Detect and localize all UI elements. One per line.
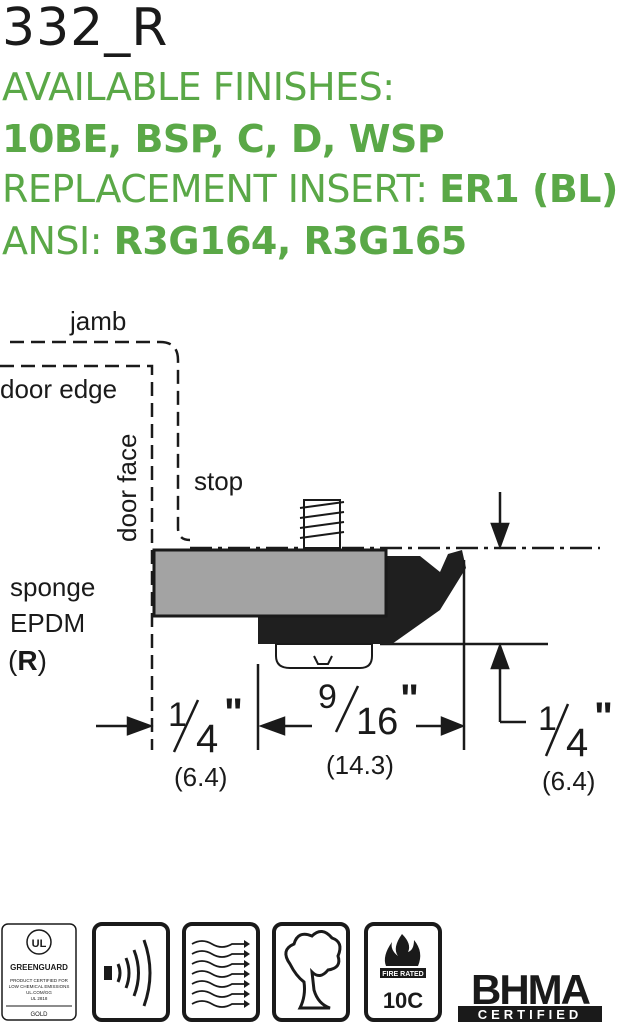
sponge-pad-notch <box>313 655 333 665</box>
greenguard-name: GREENGUARD <box>10 963 68 972</box>
door-edge-outline <box>0 364 154 750</box>
insert-code-letter: R <box>17 645 37 676</box>
greenguard-line2: LOW CHEMICAL EMISSIONS <box>9 984 70 989</box>
door-face-label: door face <box>112 434 142 542</box>
dim-mid-num: 9 <box>318 678 337 716</box>
finishes-heading: AVAILABLE FINISHES: <box>2 64 395 110</box>
dim-left-num: 1 <box>168 696 187 734</box>
greenguard-gold: GOLD <box>30 1012 48 1018</box>
fire-rated-value: 10C <box>383 988 423 1013</box>
screw-icon <box>299 499 345 549</box>
sound-icon <box>92 922 170 1022</box>
dim-right-den: 4 <box>566 721 588 765</box>
insert-code-open: ( <box>8 645 18 676</box>
smoke-icon <box>272 922 350 1022</box>
dim-right-inch: " <box>594 695 613 739</box>
dim-mid-mm: (14.3) <box>326 750 394 780</box>
jamb-outline <box>10 340 191 542</box>
model-number: 332_R <box>2 0 169 58</box>
dim-mid-inch: " <box>400 677 419 721</box>
dim-left-den: 4 <box>196 717 218 761</box>
vertical-dimension <box>490 492 526 724</box>
flame-icon <box>384 934 421 966</box>
bhma-text: BHMA <box>471 966 591 1013</box>
dim-right-num: 1 <box>538 700 557 738</box>
finishes-value: 10BE, BSP, C, D, WSP <box>2 117 445 161</box>
dim-left-inch: " <box>224 691 243 735</box>
finishes-values: 10BE, BSP, C, D, WSP <box>2 116 445 162</box>
jamb-label: jamb <box>69 306 126 336</box>
certified-text: CERTIFIED <box>478 1007 583 1022</box>
dim-right-fraction: 1 4 " <box>538 695 613 765</box>
replacement-insert: REPLACEMENT INSERT: ER1 (BL) <box>2 166 618 212</box>
insert-label: REPLACEMENT INSERT: <box>2 167 440 211</box>
horizontal-dimension <box>96 560 466 750</box>
dim-mid-fraction: 9 16 " <box>318 677 419 743</box>
ansi-value: R3G164, R3G165 <box>113 219 468 263</box>
greenguard-ul: UL <box>32 938 47 950</box>
insert-code-close: ) <box>38 645 47 676</box>
insert-code-label: (R) <box>8 645 47 676</box>
dim-left-fraction: 1 4 " <box>168 691 243 761</box>
greenguard-line4: UL 2818 <box>31 996 48 1001</box>
bhma-certified-logo: BHMA CERTIFIED <box>458 966 602 1022</box>
greenguard-badge: UL GREENGUARD PRODUCT CERTIFIED FOR LOW … <box>1 923 77 1021</box>
finishes-label: AVAILABLE FINISHES: <box>2 65 395 109</box>
aluminum-retainer <box>152 548 388 618</box>
air-infiltration-icon <box>182 922 260 1022</box>
sponge-pad <box>275 643 373 669</box>
dim-mid-den: 16 <box>356 701 398 743</box>
insert-value: ER1 (BL) <box>439 167 618 211</box>
greenguard-line3: UL.COM/GG <box>26 990 52 995</box>
ansi-label: ANSI: <box>2 219 114 263</box>
stop-label: stop <box>194 466 243 496</box>
door-edge-label: door edge <box>0 374 117 404</box>
dim-left-mm: (6.4) <box>174 762 227 792</box>
ansi-codes: ANSI: R3G164, R3G165 <box>2 218 467 264</box>
dim-right-mm: (6.4) <box>542 766 595 796</box>
epdm-label: EPDM <box>10 608 85 638</box>
greenguard-line1: PRODUCT CERTIFIED FOR <box>10 978 69 983</box>
sponge-label: sponge <box>10 572 95 602</box>
fire-rated-badge: FIRE RATED 10C <box>364 922 442 1022</box>
epdm-insert <box>258 550 466 644</box>
fire-rated-label: FIRE RATED <box>382 971 423 978</box>
